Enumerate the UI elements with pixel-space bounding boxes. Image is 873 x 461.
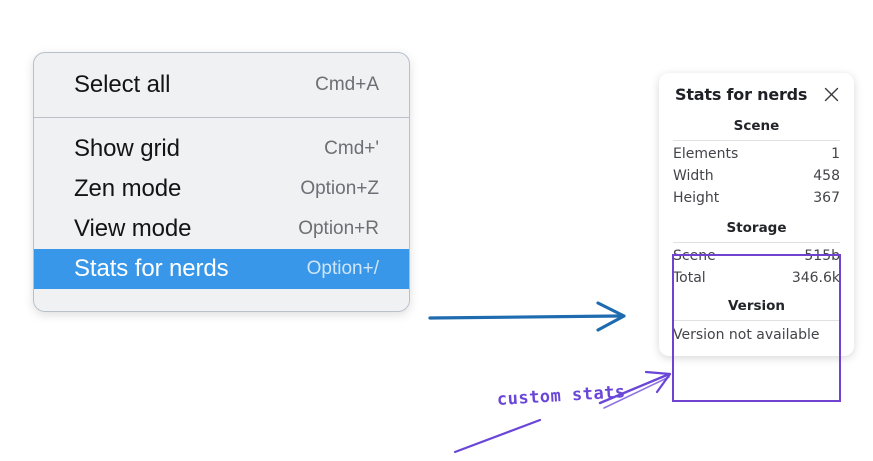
version-note: Version not available	[673, 327, 820, 343]
menu-item-label: Stats for nerds	[74, 255, 229, 282]
flow-arrow-icon	[428, 301, 626, 332]
section-scene: Scene Elements 1 Width 458 Height 367	[659, 116, 854, 209]
panel-title: Stats for nerds	[675, 85, 808, 104]
stat-value: 367	[813, 190, 840, 206]
stat-key: Elements	[673, 146, 739, 162]
section-heading: Storage	[673, 218, 840, 243]
menu-item-shortcut: Option+Z	[300, 178, 379, 199]
menu-item-shortcut: Cmd+'	[324, 138, 379, 159]
stat-row: Scene 515b	[673, 245, 840, 267]
annotation-custom-stats-label: custom stats	[496, 382, 627, 410]
section-heading: Scene	[673, 116, 840, 141]
stats-for-nerds-panel: Stats for nerds Scene Elements 1 Width 4…	[659, 73, 854, 402]
stat-row: Total 346.6k	[673, 267, 840, 289]
close-icon[interactable]	[823, 86, 840, 103]
section-storage: Storage Scene 515b Total 346.6k	[659, 218, 854, 289]
menu-item-zen-mode[interactable]: Zen mode Option+Z	[34, 169, 409, 209]
stat-value: 346.6k	[791, 270, 840, 286]
stat-row: Height 367	[673, 187, 840, 209]
panel-header: Stats for nerds	[659, 85, 854, 104]
menu-item-show-grid[interactable]: Show grid Cmd+'	[34, 129, 409, 169]
menu-bottom-padding	[34, 289, 409, 311]
stat-row: Width 458	[673, 165, 840, 187]
menu-item-label: Zen mode	[74, 175, 182, 202]
section-version: Version Version not available	[659, 296, 854, 344]
menu-item-shortcut: Option+/	[306, 258, 379, 279]
menu-item-stats-for-nerds[interactable]: Stats for nerds Option+/	[34, 249, 409, 289]
stat-row: Elements 1	[673, 143, 840, 165]
section-heading: Version	[673, 296, 840, 321]
context-menu[interactable]: Select all Cmd+A Show grid Cmd+' Zen mod…	[33, 52, 410, 312]
menu-item-shortcut: Option+R	[298, 218, 379, 239]
menu-item-select-all[interactable]: Select all Cmd+A	[34, 65, 409, 105]
stat-key: Width	[673, 168, 714, 184]
stat-key: Total	[673, 270, 706, 286]
menu-item-shortcut: Cmd+A	[315, 74, 379, 95]
menu-item-label: Select all	[74, 71, 171, 98]
menu-group-2: Show grid Cmd+' Zen mode Option+Z View m…	[34, 118, 409, 311]
stat-key: Height	[673, 190, 720, 206]
stat-value: 515b	[804, 248, 840, 264]
menu-group-1: Select all Cmd+A	[34, 53, 409, 118]
menu-item-view-mode[interactable]: View mode Option+R	[34, 209, 409, 249]
menu-item-label: View mode	[74, 215, 192, 242]
stat-value: 458	[813, 168, 840, 184]
menu-item-label: Show grid	[74, 135, 180, 162]
stat-key: Scene	[673, 248, 716, 264]
callout-underline	[453, 418, 542, 454]
stat-value: 1	[831, 146, 840, 162]
